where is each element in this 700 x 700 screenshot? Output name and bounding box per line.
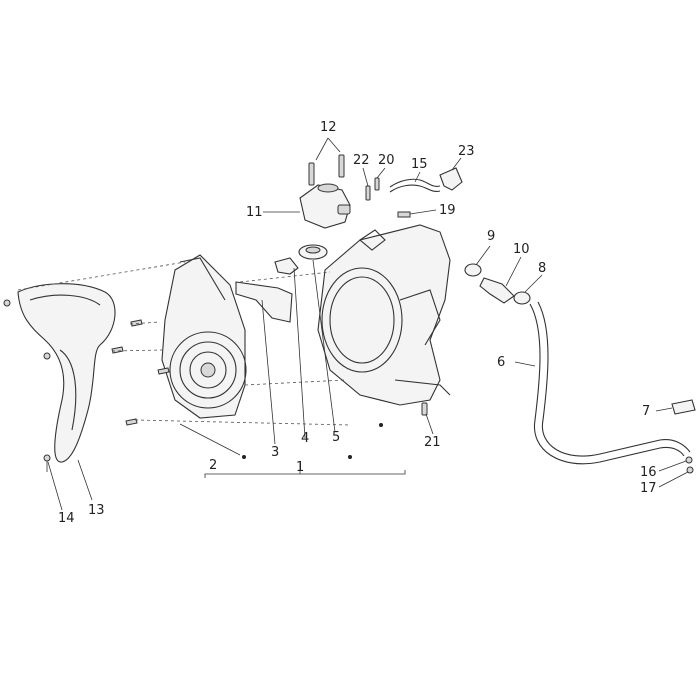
clamp-part-9 xyxy=(464,263,482,277)
connector-part-10 xyxy=(479,277,515,304)
clamp-part-8 xyxy=(513,291,531,305)
label-12: 12 xyxy=(320,120,337,135)
label-11: 11 xyxy=(246,205,263,220)
guide-lines xyxy=(17,261,351,426)
label-5: 5 xyxy=(332,430,340,445)
outer-cover-screws xyxy=(3,299,51,472)
label-9: 9 xyxy=(487,229,495,244)
label-15: 15 xyxy=(411,157,428,172)
fan-cover-screws xyxy=(111,319,170,426)
label-20: 20 xyxy=(378,153,395,168)
outer-cover-part xyxy=(17,283,116,463)
fan-cover-part xyxy=(161,254,247,419)
small-screw-22 xyxy=(365,185,371,201)
label-3: 3 xyxy=(271,445,279,460)
valve-screws xyxy=(308,154,345,186)
label-10: 10 xyxy=(513,242,530,257)
label-6: 6 xyxy=(497,355,505,370)
grommet-part xyxy=(298,244,328,260)
label-14: 14 xyxy=(58,511,75,526)
main-housing-part xyxy=(317,224,451,406)
label-4: 4 xyxy=(301,431,309,446)
screw-part-17 xyxy=(686,466,694,474)
label-19: 19 xyxy=(439,203,456,218)
leader-lines xyxy=(47,137,689,511)
seal-part xyxy=(235,281,293,323)
reference-dots xyxy=(242,423,383,459)
label-1: 1 xyxy=(296,460,304,475)
label-7: 7 xyxy=(642,404,650,419)
label-8: 8 xyxy=(538,261,546,276)
label-22: 22 xyxy=(353,153,370,168)
callout-labels: 1 2 3 4 5 6 7 8 9 10 11 12 13 14 15 16 1… xyxy=(58,120,657,526)
pipe-part-6 xyxy=(529,301,691,465)
label-17: 17 xyxy=(640,481,657,496)
label-13: 13 xyxy=(88,503,105,518)
bracket-part-23 xyxy=(439,167,463,191)
gasket-part-7 xyxy=(671,399,696,415)
small-screw-20 xyxy=(374,177,380,191)
label-16: 16 xyxy=(640,465,657,480)
label-23: 23 xyxy=(458,144,475,159)
screw-part-21 xyxy=(421,402,428,416)
screw-part-19 xyxy=(397,211,411,218)
label-21: 21 xyxy=(424,435,441,450)
hose-part-15 xyxy=(389,178,441,193)
valve-part xyxy=(299,183,351,229)
label-2: 2 xyxy=(209,458,217,473)
screw-part-16 xyxy=(685,456,693,464)
